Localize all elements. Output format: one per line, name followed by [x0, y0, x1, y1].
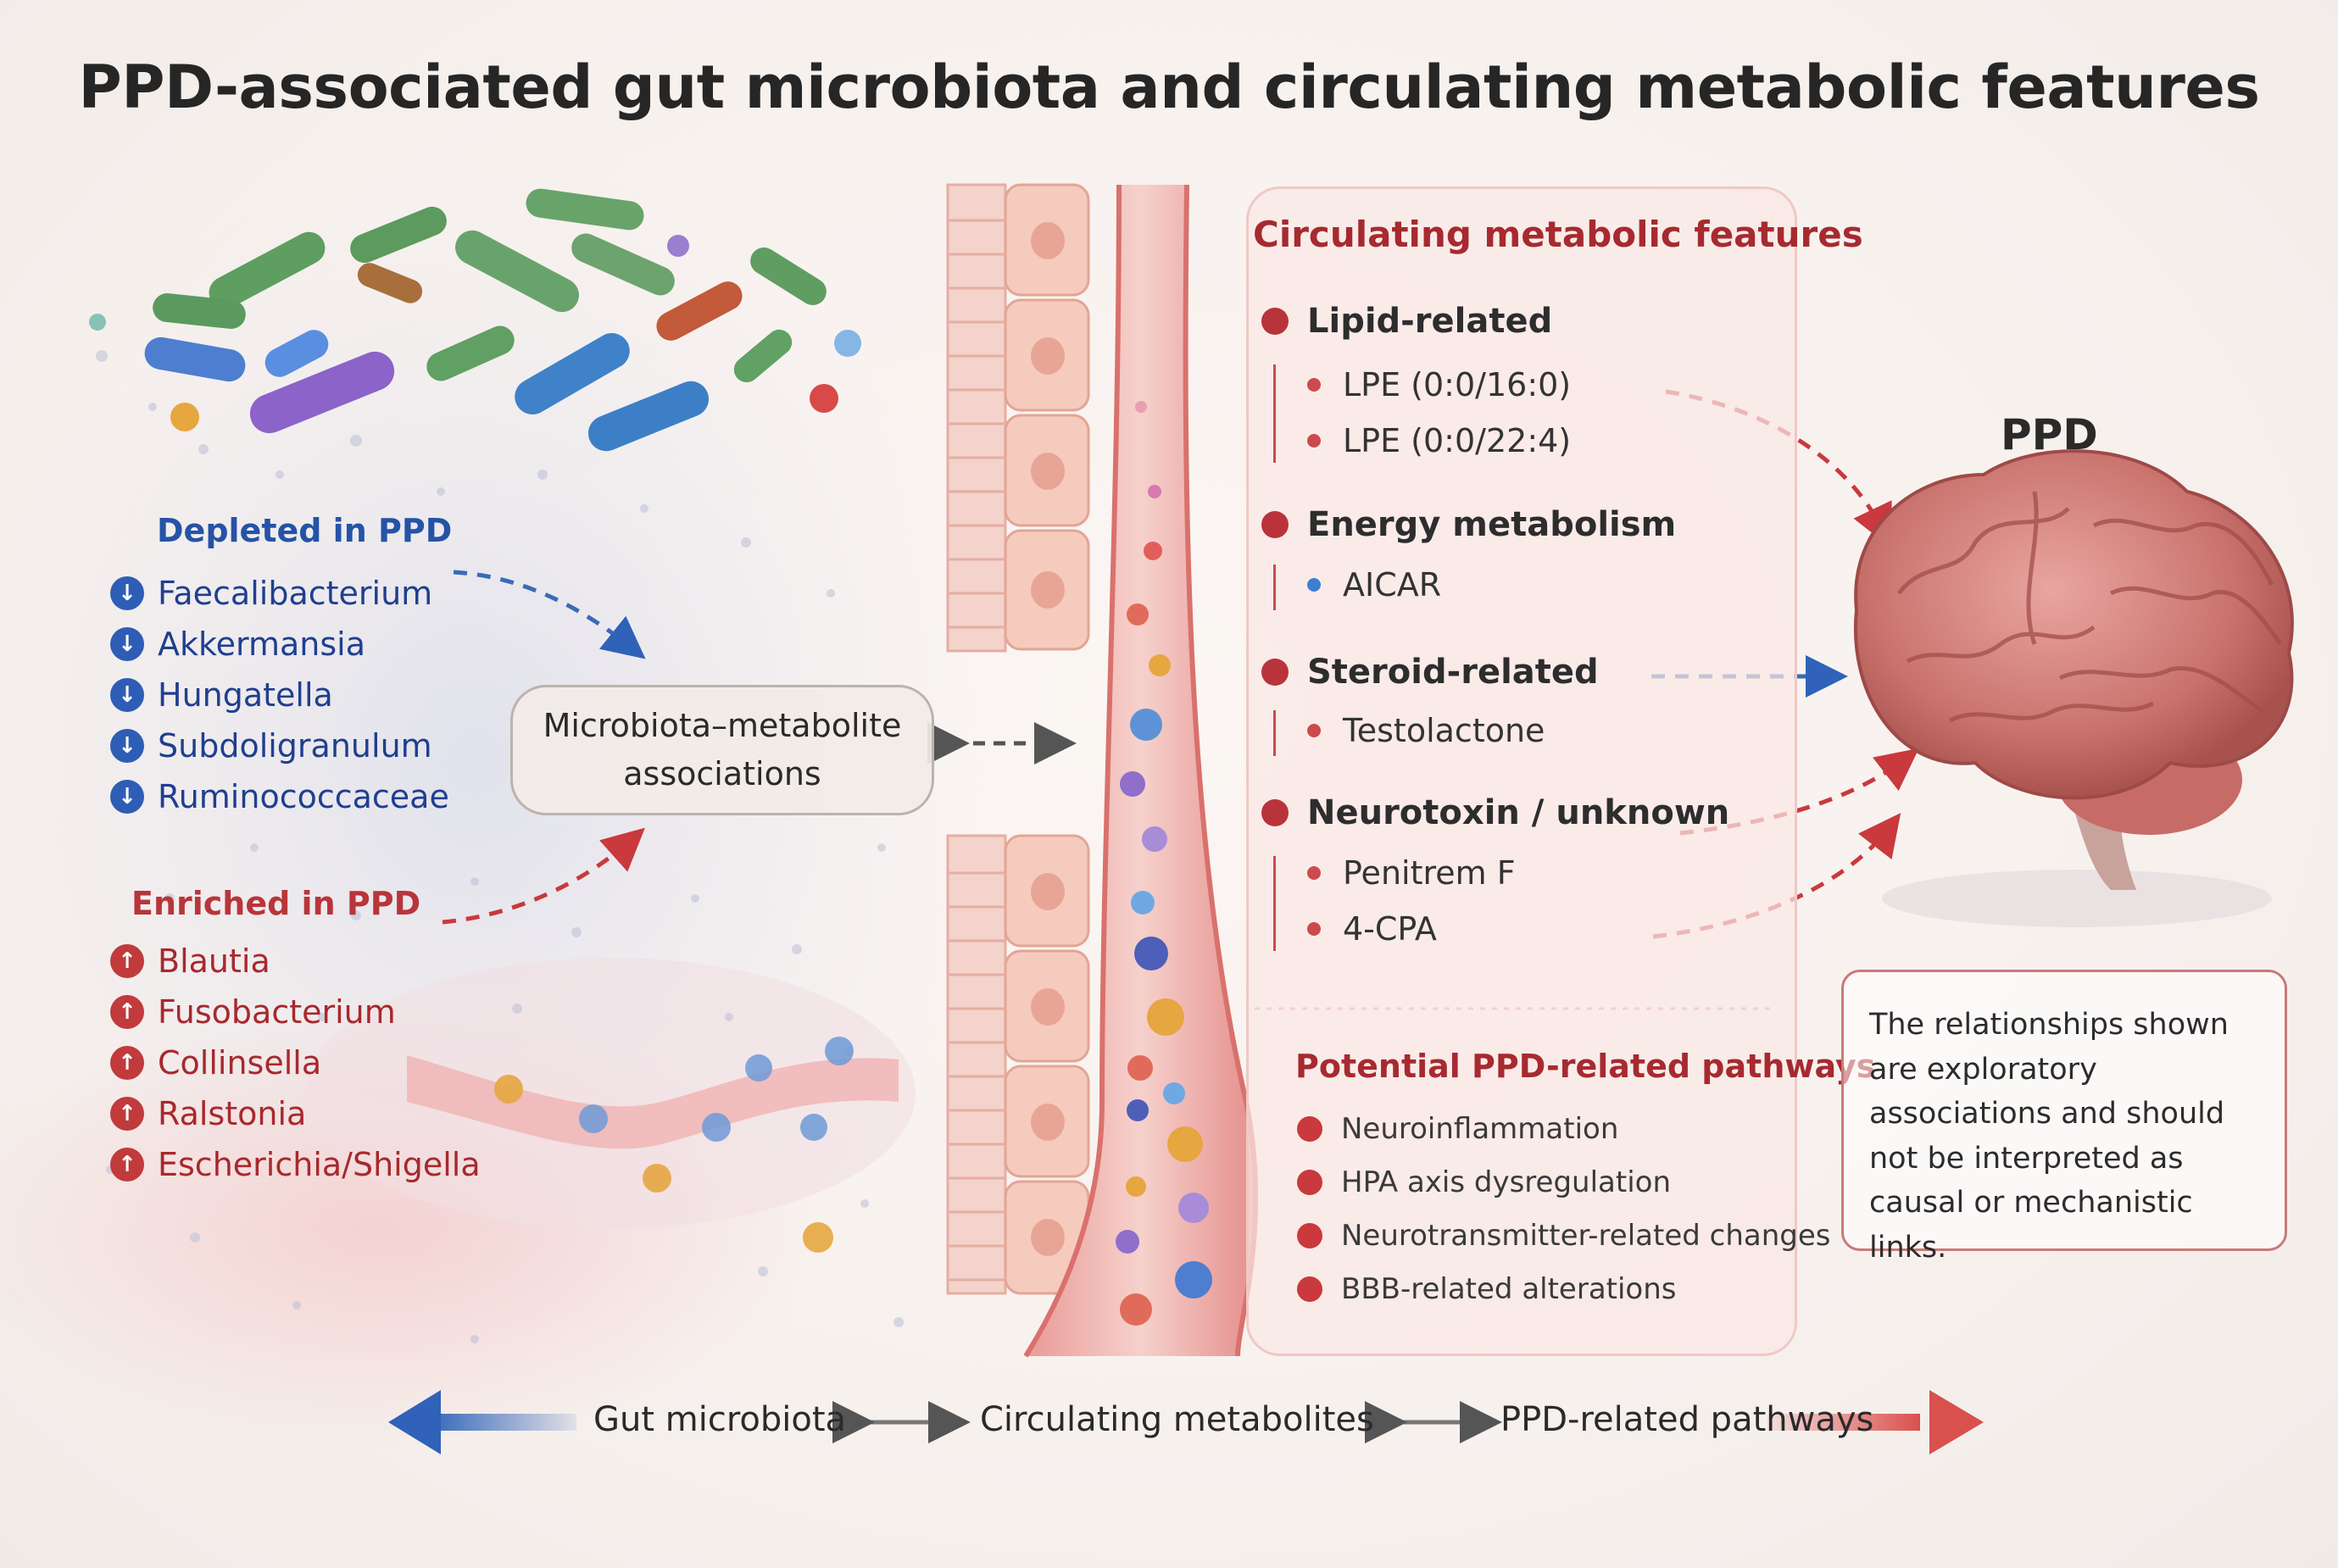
- metabolite-item: AICAR: [1307, 566, 1441, 603]
- pathway-item: Neurotransmitter-related changes: [1297, 1219, 1830, 1253]
- depleted-taxon: ↓Hungatella: [110, 670, 449, 720]
- particle-speckles: [96, 350, 904, 1343]
- arrow-up-icon: ↑: [110, 1148, 144, 1182]
- category-dot: [1261, 659, 1289, 686]
- depleted-list: ↓Faecalibacterium ↓Akkermansia ↓Hungatel…: [110, 568, 449, 822]
- metabolic-features-panel: [1246, 186, 1797, 1356]
- category-dot: [1261, 511, 1289, 538]
- brain-icon: [1853, 449, 2294, 927]
- enriched-taxon: ↑Fusobacterium: [110, 987, 481, 1037]
- arrow-up-icon: ↑: [110, 1097, 144, 1131]
- depleted-taxon: ↓Faecalibacterium: [110, 568, 449, 619]
- features-title: Circulating metabolic features: [1253, 214, 1863, 255]
- arrow-down-icon: ↓: [110, 576, 144, 610]
- association-line-2: associations: [623, 755, 821, 792]
- metabolite-item: LPE (0:0/16:0): [1307, 366, 1571, 403]
- pathway-item: HPA axis dysregulation: [1297, 1165, 1671, 1199]
- bacteria-cluster: [89, 188, 861, 452]
- depleted-taxon: ↓Akkermansia: [110, 619, 449, 670]
- metabolite-item: 4-CPA: [1307, 910, 1437, 948]
- arrow-up-icon: ↑: [110, 944, 144, 978]
- disclaimer-box: The relationships shown are exploratory …: [1841, 970, 2287, 1265]
- category-neurotoxin: Neurotoxin / unknown: [1261, 793, 1729, 832]
- flow-label-gut: Gut microbiota: [593, 1400, 847, 1439]
- intestinal-wall-cells: [946, 183, 1090, 1295]
- depleted-to-association-arrow: [453, 570, 646, 659]
- page-title: PPD-associated gut microbiota and circul…: [78, 53, 2260, 122]
- enriched-list: ↑Blautia ↑Fusobacterium ↑Collinsella ↑Ra…: [110, 936, 481, 1190]
- arrow-down-icon: ↓: [110, 729, 144, 763]
- category-dot: [1261, 799, 1289, 826]
- metabolite-item: Testolactone: [1307, 712, 1545, 749]
- category-dot: [1261, 308, 1289, 335]
- category-bracket: [1273, 564, 1276, 610]
- enriched-taxon: ↑Escherichia/Shigella: [110, 1139, 481, 1190]
- enriched-to-association-arrow: [442, 827, 645, 925]
- category-lipid: Lipid-related: [1261, 302, 1552, 341]
- category-bracket: [1273, 710, 1276, 756]
- bottom-flow-arrows: [388, 1390, 1984, 1454]
- flow-label-pathways: PPD-related pathways: [1500, 1400, 1874, 1439]
- association-line-1: Microbiota–metabolite: [543, 707, 902, 744]
- arrow-up-icon: ↑: [110, 1046, 144, 1080]
- microbiota-metabolite-association-box: Microbiota–metabolite associations: [510, 685, 934, 815]
- pathways-title: Potential PPD-related pathways: [1295, 1048, 1876, 1085]
- category-bracket: [1273, 364, 1276, 463]
- enriched-taxon: ↑Blautia: [110, 936, 481, 987]
- category-steroid: Steroid-related: [1261, 653, 1599, 692]
- pathway-item: Neuroinflammation: [1297, 1112, 1618, 1146]
- arrow-down-icon: ↓: [110, 780, 144, 814]
- category-bracket: [1273, 856, 1276, 951]
- blood-vessel: [1026, 185, 1256, 1356]
- enriched-taxon: ↑Collinsella: [110, 1037, 481, 1088]
- outcome-label: PPD: [2001, 410, 2098, 459]
- metabolite-item: Penitrem F: [1307, 854, 1516, 892]
- neurotoxin-to-brain-arrow: [1679, 748, 1919, 836]
- arrow-down-icon: ↓: [110, 678, 144, 712]
- depleted-heading: Depleted in PPD: [157, 512, 453, 549]
- flow-label-metabolites: Circulating metabolites: [980, 1400, 1374, 1439]
- pathway-item: BBB-related alterations: [1297, 1272, 1677, 1306]
- arrow-down-icon: ↓: [110, 627, 144, 661]
- epithelial-lining: [407, 1055, 899, 1149]
- category-energy: Energy metabolism: [1261, 505, 1676, 544]
- depleted-taxon: ↓Ruminococcaceae: [110, 771, 449, 822]
- depleted-taxon: ↓Subdoligranulum: [110, 720, 449, 771]
- enriched-heading: Enriched in PPD: [131, 885, 421, 922]
- metabolite-item: LPE (0:0/22:4): [1307, 422, 1571, 459]
- circulating-metabolite-particles: [1116, 401, 1212, 1326]
- arrow-up-icon: ↑: [110, 995, 144, 1029]
- enriched-taxon: ↑Ralstonia: [110, 1088, 481, 1139]
